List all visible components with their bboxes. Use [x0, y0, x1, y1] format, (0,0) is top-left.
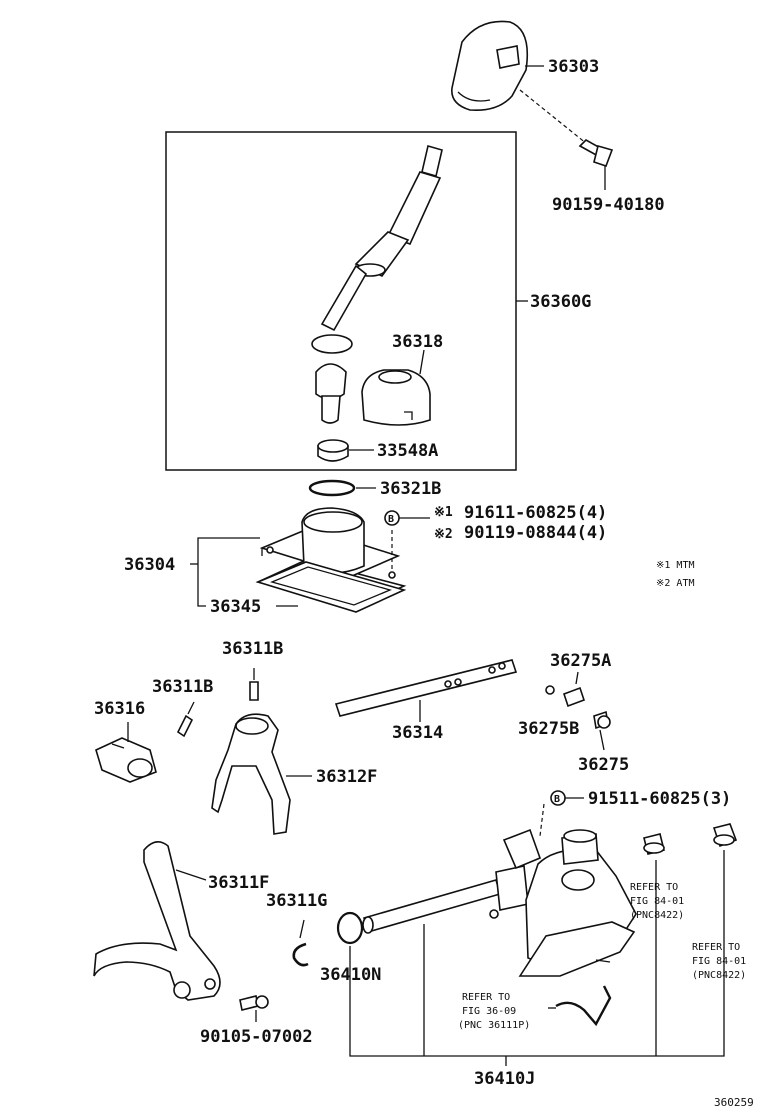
legend-atm: ※2 ATM	[656, 578, 694, 589]
figure-id: 360259	[714, 1096, 754, 1109]
refer-note-1-line2: FIG 84-01	[630, 896, 684, 907]
shift-assembly-36410J	[362, 828, 637, 977]
label-36410J: 36410J	[474, 1069, 535, 1089]
label-36316: 36316	[94, 699, 145, 719]
o-ring-36410N	[336, 911, 364, 945]
label-36311F: 36311F	[208, 873, 269, 893]
label-36275A: 36275A	[550, 651, 611, 671]
clip-36311G	[292, 919, 309, 967]
refer-note-1-line1: REFER TO	[630, 882, 678, 893]
label-90105-07002: 90105-07002	[200, 1027, 313, 1047]
label-36275B: 36275B	[518, 719, 579, 739]
pin-36311B-lower	[176, 701, 195, 738]
pin-36311B-upper	[249, 668, 259, 701]
shift-fork-36312F	[211, 713, 312, 835]
shift-shaft-36314	[334, 659, 518, 722]
refer-note-2-line1: REFER TO	[692, 942, 740, 953]
shift-head-36316	[95, 722, 157, 783]
label-36410N: 36410N	[320, 965, 381, 985]
bolt-callout-c: B	[554, 794, 560, 805]
label-91511-60825: 91511-60825(3)	[588, 789, 731, 809]
label-36345: 36345	[210, 597, 261, 617]
label-36360G: 36360G	[530, 292, 591, 312]
refer-note-2-line2: FIG 84-01	[692, 956, 746, 967]
shift-lever	[311, 144, 443, 424]
label-36304: 36304	[124, 555, 175, 575]
shift-fork-36311F	[93, 841, 221, 1001]
label-36311B-upper: 36311B	[222, 639, 283, 659]
label-36311B-lower: 36311B	[152, 677, 213, 697]
label-33548A: 33548A	[377, 441, 438, 461]
refer-note-3-line1: REFER TO	[462, 992, 510, 1003]
label-36303: 36303	[548, 57, 599, 77]
label-36312F: 36312F	[316, 767, 377, 787]
grommet-right	[712, 823, 738, 848]
legend-mtm: ※1 MTM	[656, 560, 694, 571]
bolt-note-1-mark: ※1	[434, 505, 453, 520]
label-90159-40180: 90159-40180	[552, 195, 665, 215]
snap-ring-36321B	[308, 479, 376, 497]
bolt-note-1-part: 91611-60825(4)	[464, 503, 607, 523]
grommet-left	[643, 833, 665, 855]
refer-note-3-line2: FIG 36-09	[462, 1006, 516, 1017]
refer-note-1-line3: (PNC8422)	[630, 910, 684, 921]
gasket-36345	[255, 561, 407, 613]
bolt-callout-b: B	[388, 514, 394, 525]
label-36314: 36314	[392, 723, 443, 743]
boot-36318	[361, 349, 431, 426]
bolt-note-2-mark: ※2	[434, 527, 453, 542]
detent-parts	[545, 671, 611, 751]
label-36275: 36275	[578, 755, 629, 775]
bushing-33548A	[317, 439, 374, 462]
label-36311G: 36311G	[266, 891, 327, 911]
bolt-note-2-part: 90119-08844(4)	[464, 523, 607, 543]
label-36318: 36318	[392, 332, 443, 352]
shift-knob	[451, 20, 544, 112]
refer-note-3-line3: (PNC 36111P)	[458, 1020, 530, 1031]
screw-90159	[578, 139, 614, 190]
label-36321B: 36321B	[380, 479, 441, 499]
refer-note-2-line3: (PNC8422)	[692, 970, 746, 981]
bolt-90105	[239, 995, 269, 1022]
